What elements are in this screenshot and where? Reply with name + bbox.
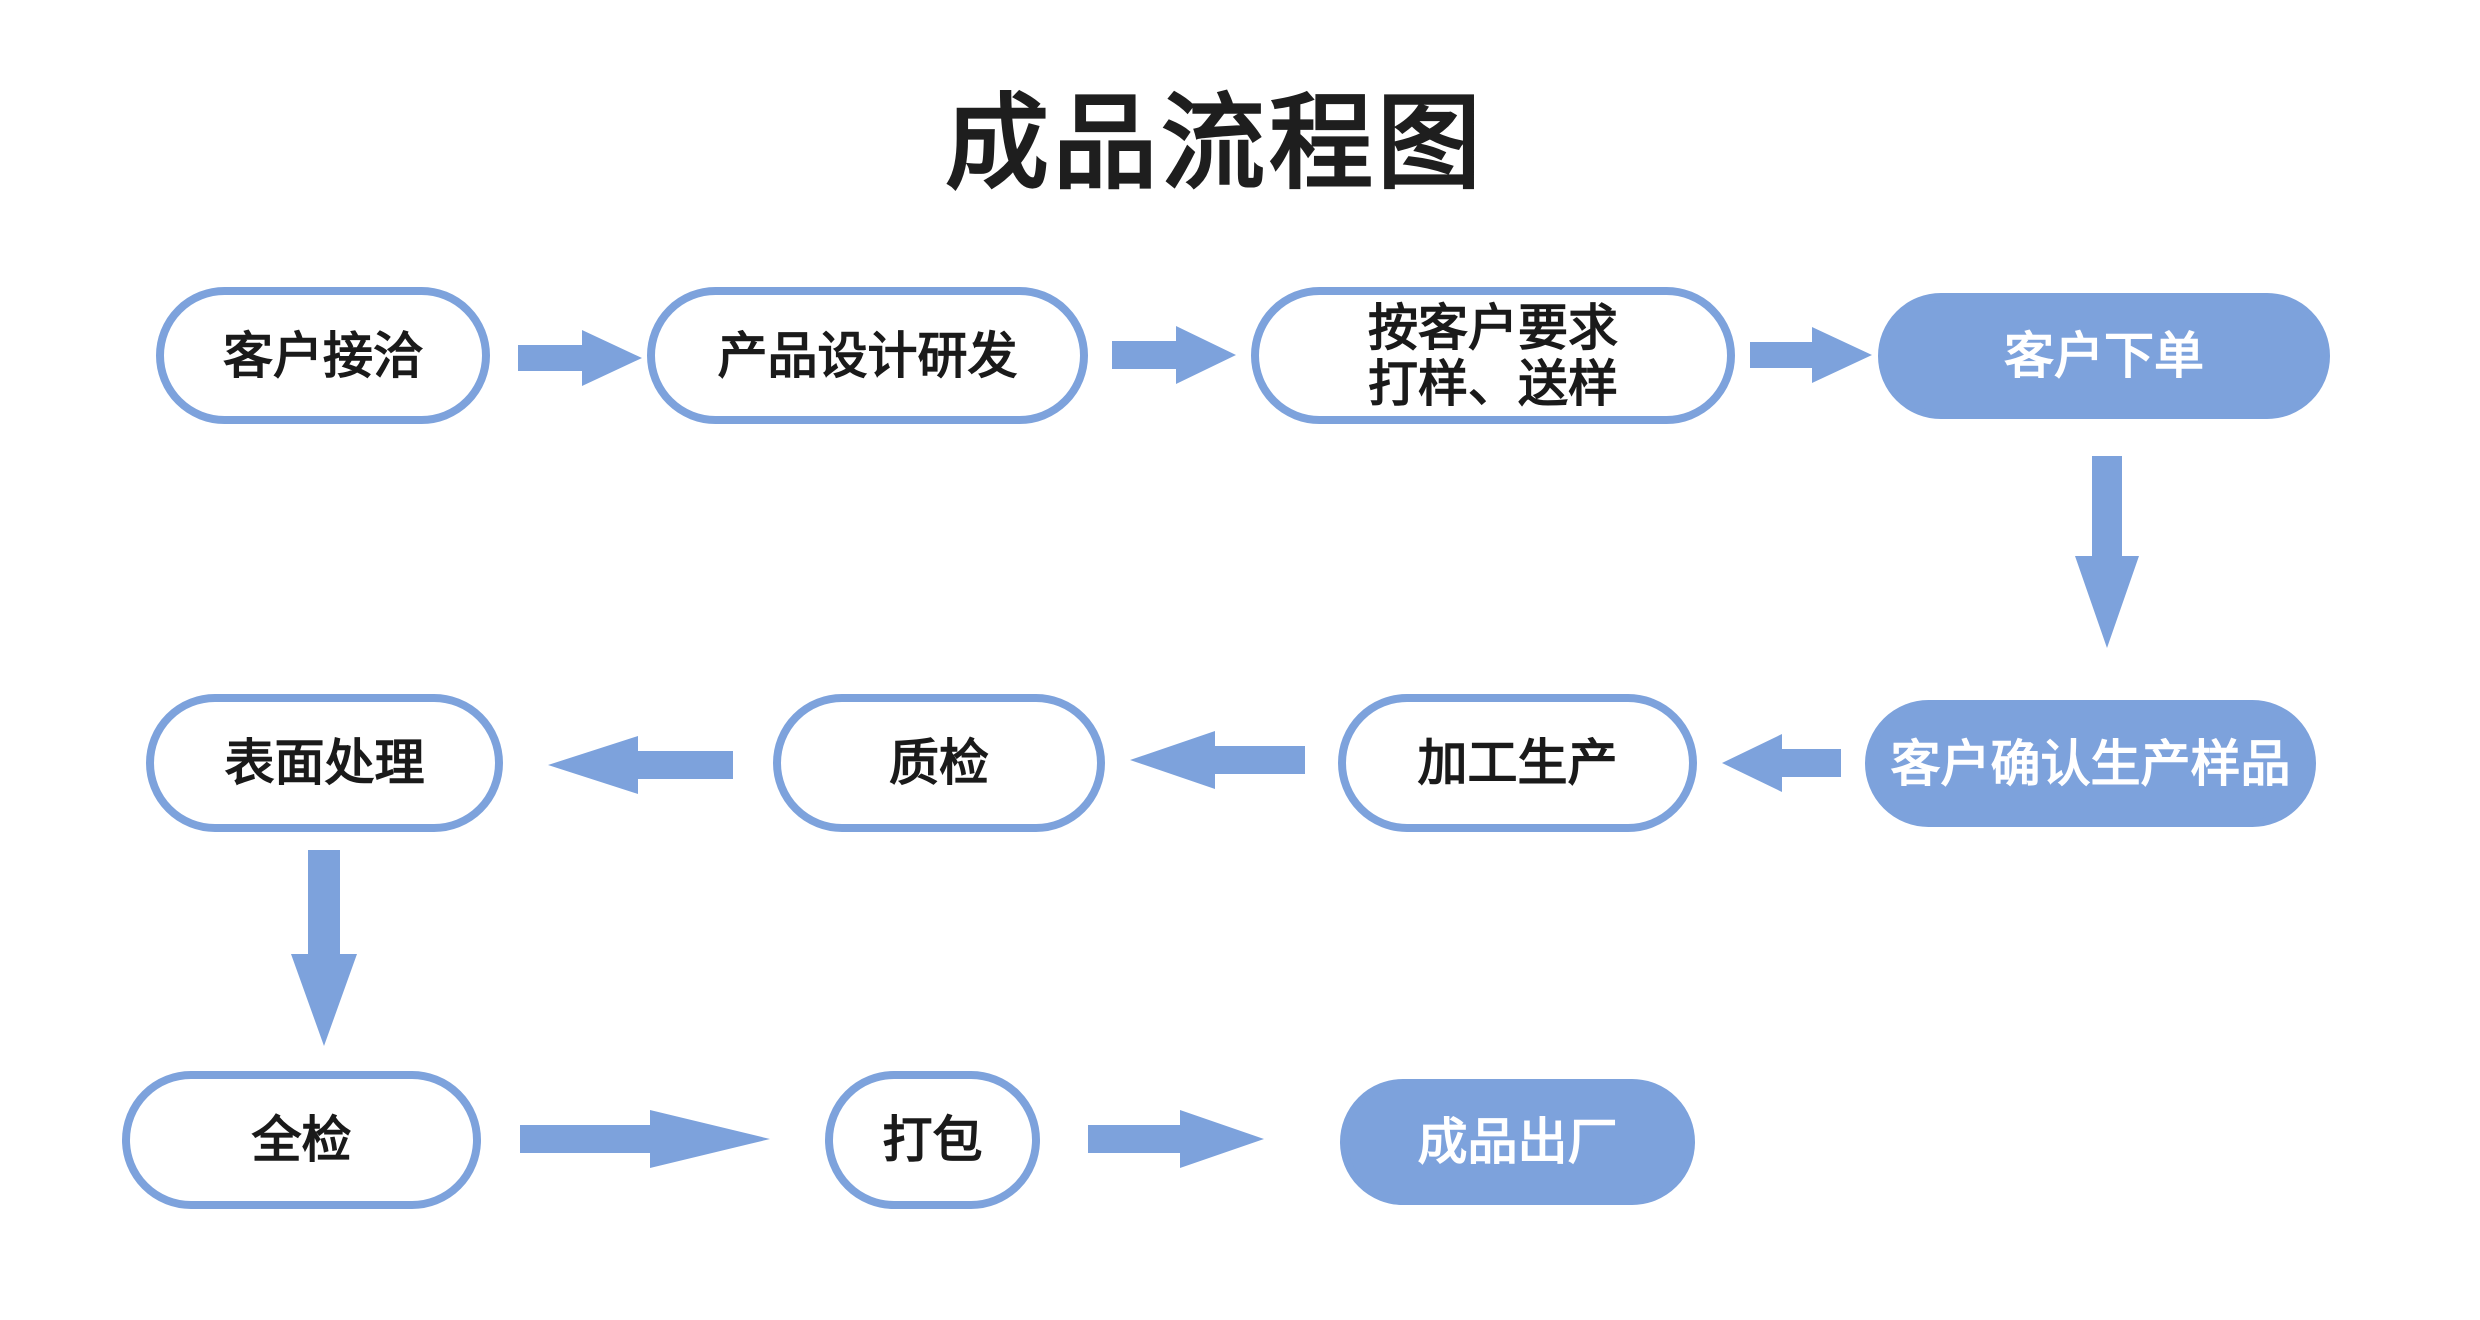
node-label: 打包	[882, 1111, 983, 1169]
arrow-right-4	[520, 1110, 770, 1168]
node-customer-contact: 客户接洽	[156, 287, 490, 424]
arrow-right-5	[1088, 1110, 1264, 1168]
node-label: 按客户要求 打样、送样	[1368, 298, 1618, 413]
node-label: 客户下单	[2004, 327, 2204, 385]
node-full-inspection: 全检	[122, 1071, 481, 1209]
node-label: 客户接洽	[223, 326, 423, 385]
arrow-down-2	[291, 850, 357, 1046]
node-label: 成品出厂	[1417, 1113, 1618, 1171]
arrow-right-1	[518, 330, 642, 386]
node-label: 表面处理	[224, 734, 425, 792]
diagram-title: 成品流程图	[944, 82, 1485, 204]
node-label: 加工生产	[1417, 734, 1618, 792]
arrow-right-2	[1112, 326, 1236, 384]
node-quality-check: 质检	[773, 694, 1105, 832]
node-label: 全检	[251, 1111, 352, 1169]
node-sampling: 按客户要求 打样、送样	[1251, 287, 1735, 424]
arrow-down-1	[2075, 456, 2139, 648]
node-label: 产品设计研发	[717, 326, 1018, 385]
arrow-left-1	[1722, 734, 1841, 792]
node-packing: 打包	[825, 1071, 1040, 1209]
arrow-right-3	[1750, 327, 1872, 383]
node-product-design: 产品设计研发	[647, 287, 1088, 424]
node-customer-order: 客户下单	[1878, 293, 2330, 419]
node-label: 客户确认生产样品	[1890, 734, 2291, 793]
arrow-left-2	[1130, 731, 1305, 789]
arrow-left-3	[548, 736, 733, 794]
node-confirm-sample: 客户确认生产样品	[1865, 700, 2316, 827]
node-production: 加工生产	[1338, 694, 1697, 832]
node-surface-treatment: 表面处理	[146, 694, 503, 832]
node-label: 质检	[889, 734, 989, 792]
node-shipment: 成品出厂	[1340, 1079, 1695, 1205]
